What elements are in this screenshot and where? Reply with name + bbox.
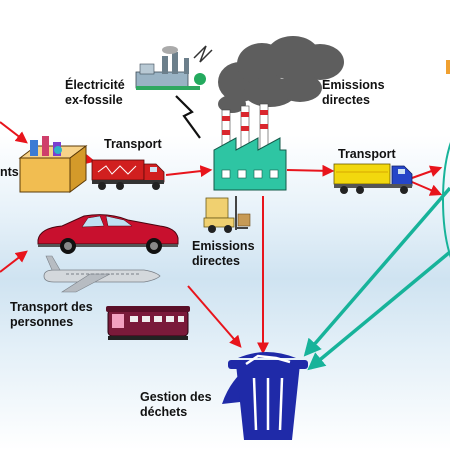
train-icon [106, 306, 190, 340]
dechets-line2: déchets [140, 405, 188, 419]
emissions-bottom-line1: Emissions [192, 239, 255, 253]
right-edge-ellipse [442, 60, 450, 258]
airplane-icon [43, 255, 161, 293]
produits-partial-label: nts [0, 165, 19, 179]
return-arrows [303, 186, 450, 371]
truck-icon [91, 159, 165, 190]
emissions-top-line1: Emissions [322, 78, 385, 92]
dechets-line1: Gestion des [140, 390, 212, 404]
forklift-icon [203, 196, 251, 233]
truck-icon [333, 163, 413, 194]
transport-personnes-line1: Transport des [10, 300, 93, 314]
dechets-label: Gestion des déchets [140, 390, 212, 420]
power-plant-icon [135, 45, 213, 90]
transport-personnes-label: Transport des personnes [10, 300, 93, 330]
smoke-icon [218, 36, 344, 113]
emissions-bottom-line2: directes [192, 254, 240, 268]
transport-right-label: Transport [338, 147, 396, 161]
transport-personnes-line2: personnes [10, 315, 74, 329]
electricite-line2: ex-fossile [65, 93, 123, 107]
emissions-top-label: Emissions directes [322, 78, 385, 108]
trash-bin-icon [222, 352, 308, 440]
flow-arrows [0, 121, 443, 355]
electricite-line1: Électricité [65, 78, 125, 92]
transport-left-label: Transport [104, 137, 162, 151]
lightning-icon [175, 95, 201, 139]
car-icon [37, 214, 179, 254]
emissions-top-line2: directes [322, 93, 370, 107]
electricite-label: Électricité ex-fossile [65, 78, 125, 108]
box-icon [18, 136, 88, 193]
emissions-bottom-label: Emissions directes [192, 239, 255, 269]
factory-icon [213, 103, 287, 191]
